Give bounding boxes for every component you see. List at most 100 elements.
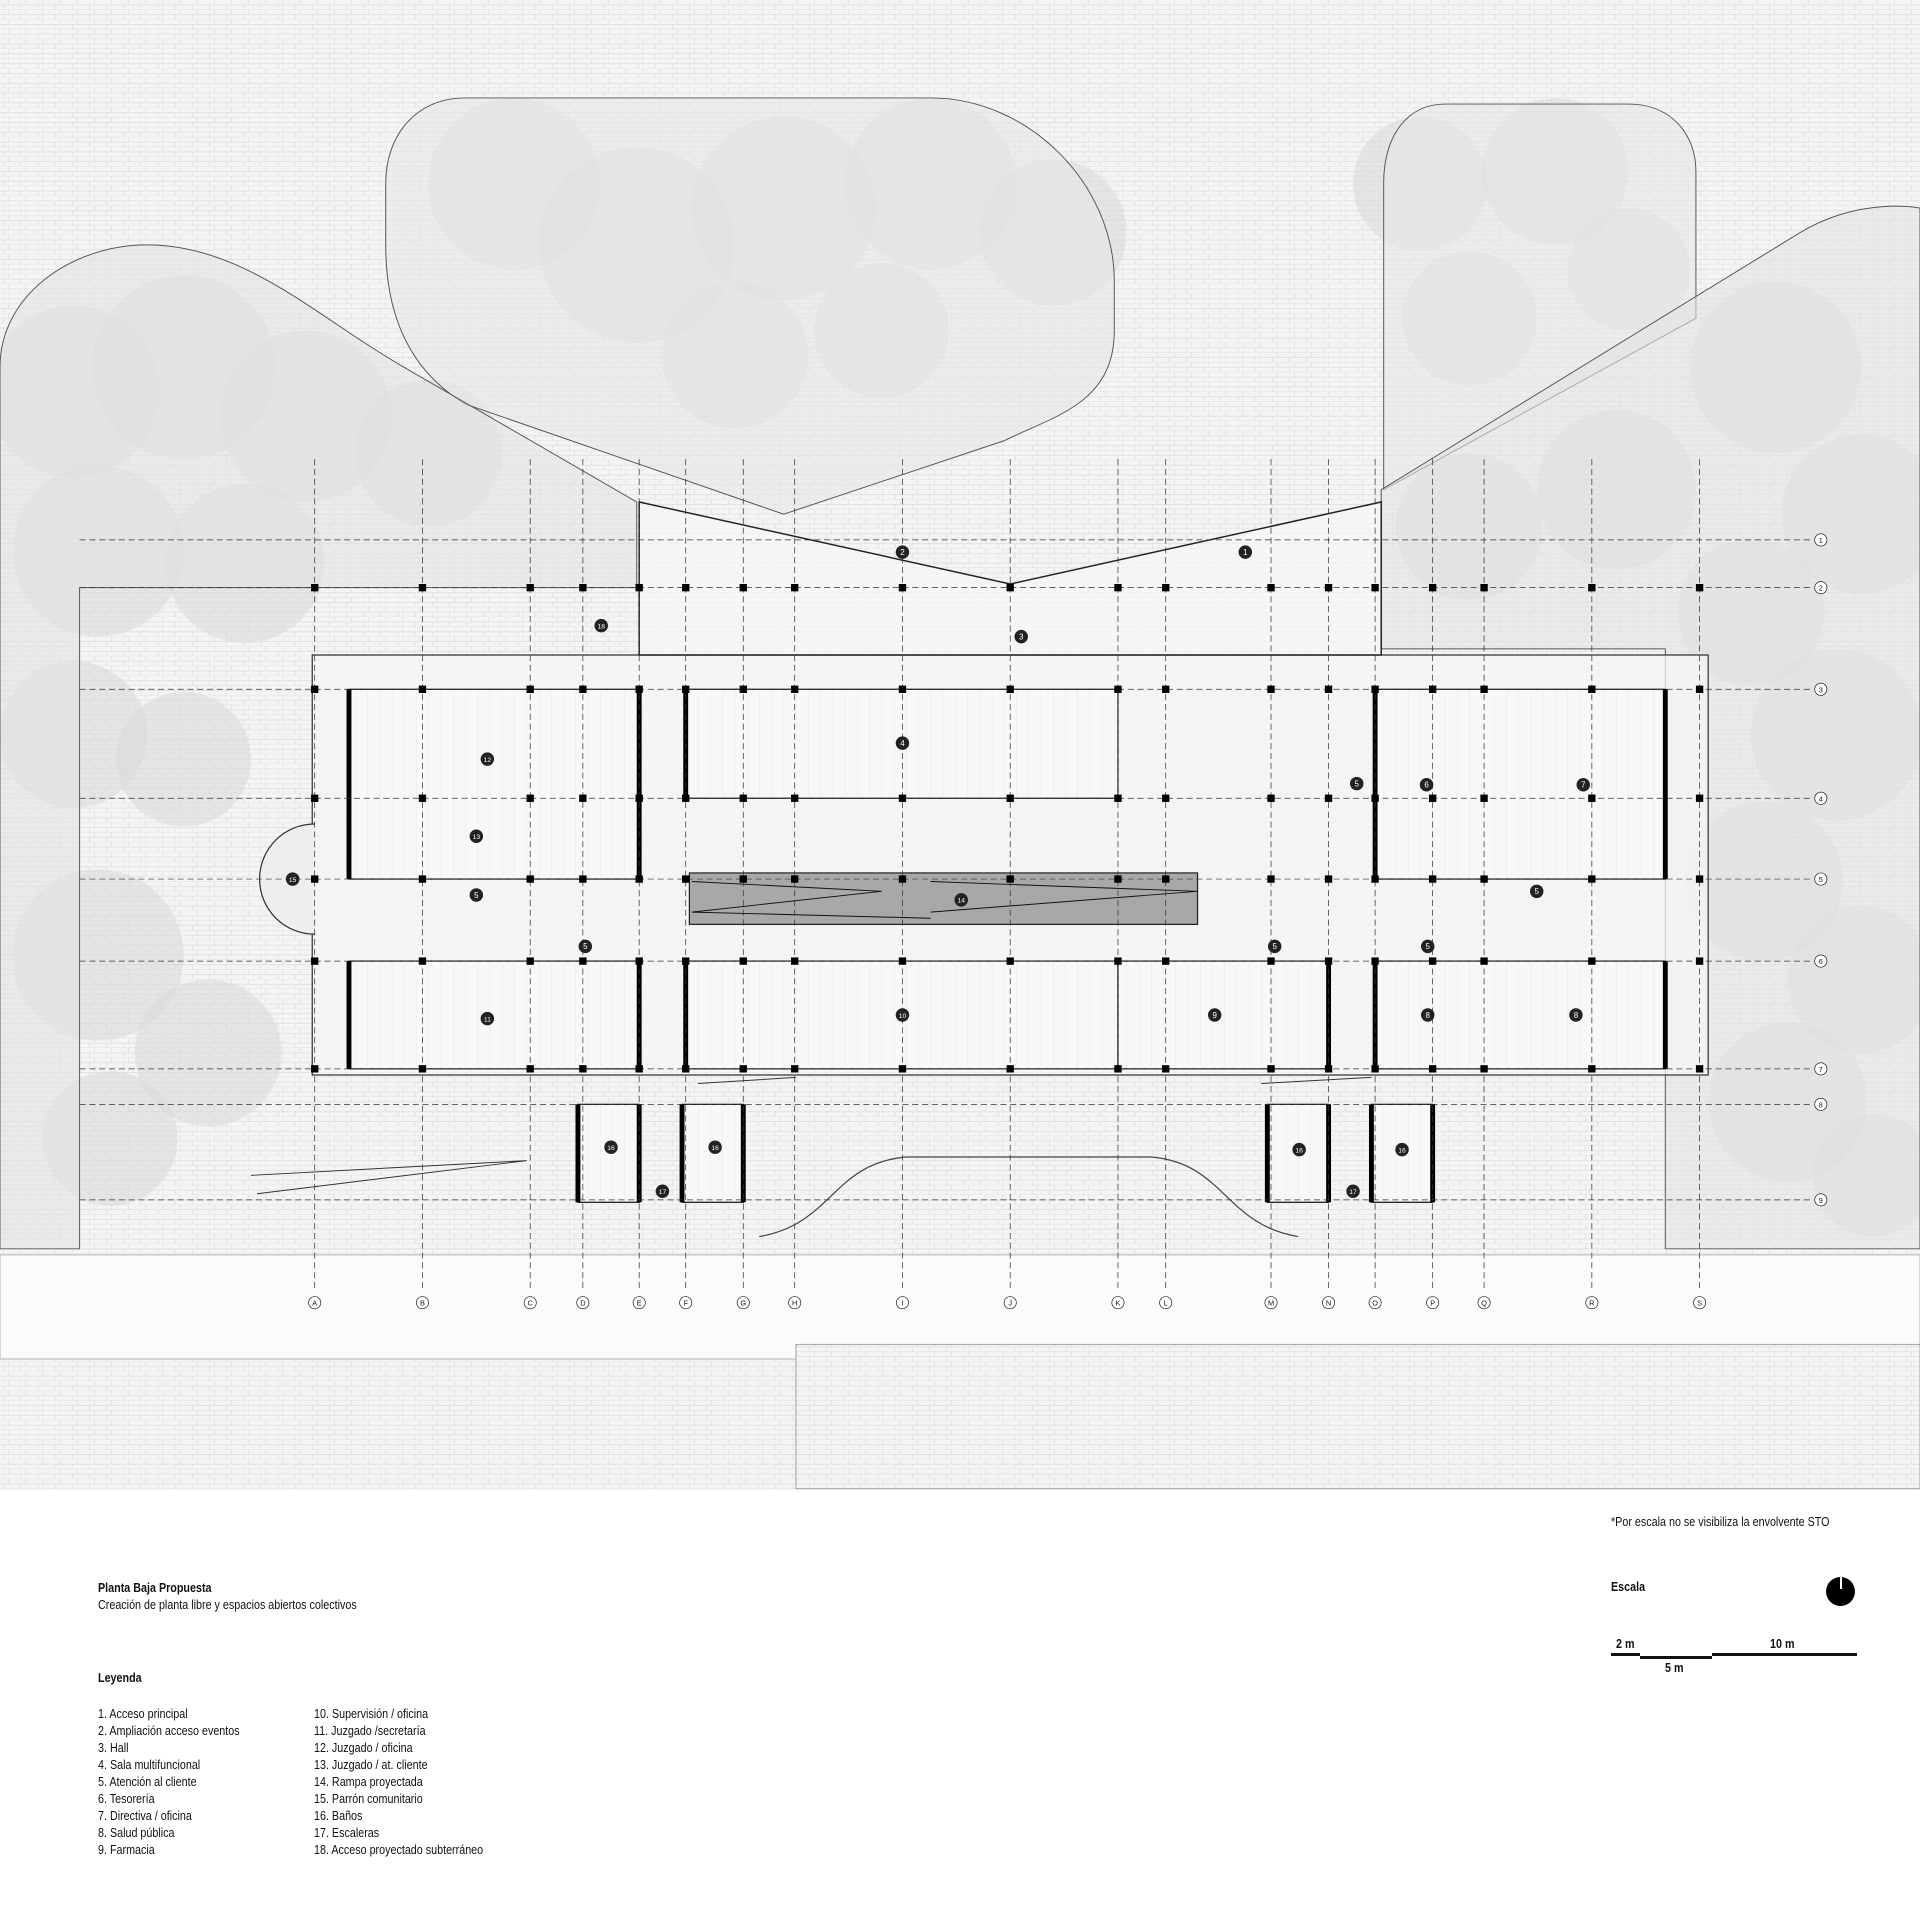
structural-column: [1162, 584, 1170, 592]
structural-column: [1371, 875, 1379, 883]
structural-column: [1324, 957, 1333, 965]
structural-column: [635, 875, 643, 883]
grid-label-row: 5: [1819, 875, 1823, 884]
structural-column: [1006, 875, 1014, 883]
plan-title: Planta Baja Propuesta: [98, 1581, 212, 1595]
structural-column: [1114, 584, 1122, 592]
structural-column: [1267, 875, 1275, 883]
structural-column: [1324, 794, 1333, 802]
structural-column: [739, 794, 747, 802]
grid-label-column: O: [1372, 1299, 1378, 1308]
room-marker-label: 12: [484, 757, 492, 764]
room-marker-label: 18: [597, 623, 605, 630]
grid-bubble-column: [576, 1296, 590, 1310]
room-marker-label: 16: [1295, 1147, 1303, 1154]
legend-item: 7. Directiva / oficina: [98, 1809, 192, 1823]
legend-item: 12. Juzgado / oficina: [314, 1741, 413, 1755]
grid-label-row: 7: [1819, 1065, 1823, 1074]
structural-column: [898, 584, 907, 592]
structural-column: [526, 584, 534, 592]
grid-label-column: D: [580, 1299, 585, 1308]
scale-label-2m: 2 m: [1616, 1637, 1635, 1651]
scale-note: *Por escala no se visibiliza la envolven…: [1611, 1515, 1830, 1529]
room-marker: [480, 752, 495, 766]
grid-label-column: E: [637, 1299, 642, 1308]
structural-column: [579, 957, 587, 965]
grid-bubble-row: [1814, 954, 1828, 968]
structural-column: [739, 584, 747, 592]
grid-bubble-column: [1159, 1296, 1173, 1310]
grid-bubble-column: [523, 1296, 537, 1310]
grid-label-column: J: [1008, 1299, 1012, 1308]
structural-column: [1267, 1065, 1275, 1073]
room-marker: [1267, 939, 1282, 954]
room-marker-label: 1: [1243, 548, 1248, 557]
room-marker: [285, 872, 300, 886]
room-marker: [954, 893, 968, 907]
structural-column: [1324, 875, 1333, 883]
room-marker: [708, 1140, 722, 1154]
structural-column: [1695, 584, 1704, 592]
plan-subtitle: Creación de planta libre y espacios abie…: [98, 1598, 357, 1612]
grid-bubble-row: [1814, 791, 1828, 805]
structural-column: [1588, 685, 1596, 693]
legend-item: 9. Farmacia: [98, 1843, 155, 1857]
structural-column: [791, 685, 799, 693]
room-marker-label: 5: [474, 891, 479, 900]
structural-column: [526, 794, 534, 802]
structural-column: [1006, 1065, 1014, 1073]
structural-column: [418, 584, 427, 592]
grid-bubble-row: [1814, 1062, 1828, 1076]
room-marker: [1346, 1184, 1360, 1198]
grid-bubble-row: [1814, 581, 1828, 595]
structural-column: [1114, 875, 1122, 883]
grid-label-column: L: [1164, 1299, 1168, 1308]
room-marker: [1395, 1142, 1409, 1157]
landscape-island-north: [385, 97, 1115, 515]
room-marker: [1421, 939, 1435, 954]
structural-column: [579, 584, 587, 592]
structural-column: [1695, 1065, 1704, 1073]
room-marker-label: 15: [289, 877, 297, 884]
room-marker: [1350, 776, 1364, 791]
structural-column: [1695, 875, 1704, 883]
room-marker-label: 16: [711, 1145, 719, 1152]
north-arrow-icon: [1826, 1577, 1855, 1606]
structural-column: [526, 875, 534, 883]
structural-column: [682, 957, 690, 965]
structural-column: [898, 957, 907, 965]
room-marker: [1207, 1008, 1222, 1022]
room-marker-label: 2: [900, 548, 905, 557]
structural-column: [1588, 875, 1596, 883]
structural-column: [1324, 1065, 1333, 1073]
structural-column: [526, 1065, 534, 1073]
structural-column: [635, 1065, 643, 1073]
room-marker-label: 6: [1424, 781, 1429, 790]
room-marker: [604, 1140, 618, 1154]
room-marker: [594, 618, 608, 633]
grid-bubble-column: [1693, 1296, 1707, 1310]
room-marker: [1238, 545, 1253, 559]
room-marker-label: 7: [1581, 781, 1586, 790]
room-marker-label: 17: [1349, 1189, 1357, 1196]
structural-column: [1480, 794, 1488, 802]
grid-label-row: 9: [1819, 1196, 1823, 1205]
grid-bubble-column: [632, 1296, 646, 1310]
room-marker-label: 10: [899, 1013, 907, 1020]
grid-label-column: H: [792, 1299, 797, 1308]
scale-bar-10m: [1712, 1653, 1857, 1656]
legend-item: 6. Tesorería: [98, 1792, 155, 1806]
structural-column: [418, 1065, 427, 1073]
grid-bubble-column: [1477, 1296, 1491, 1310]
room-marker-label: 11: [484, 1016, 491, 1023]
legend-heading: Leyenda: [98, 1671, 142, 1685]
room-marker: [578, 939, 593, 954]
scale-label-5m: 5 m: [1665, 1661, 1684, 1675]
legend-column-1: 1. Acceso principal 2. Ampliación acceso…: [98, 1706, 263, 1859]
structural-column: [1267, 957, 1275, 965]
structural-column: [898, 794, 907, 802]
room-marker: [1292, 1142, 1306, 1157]
structural-column: [1371, 584, 1379, 592]
